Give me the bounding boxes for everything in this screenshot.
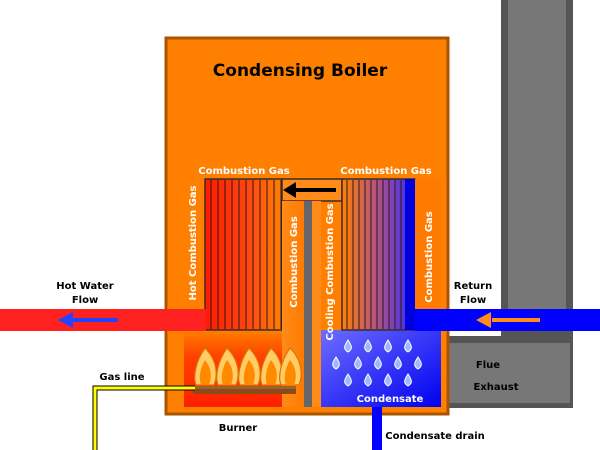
gas-line-label: Gas line xyxy=(99,372,144,383)
droplet-icon xyxy=(354,356,362,370)
combustion-gas-right-label: Combustion Gas xyxy=(424,211,435,302)
condensate-droplets xyxy=(332,339,422,387)
droplet-icon xyxy=(344,373,352,387)
condensate-drain-pipe xyxy=(372,407,382,450)
combustion-gas-label-right: Combustion Gas xyxy=(340,166,431,177)
flue-stack-inner xyxy=(508,0,566,310)
burner-bar xyxy=(193,386,296,394)
flue-horizontal-inner xyxy=(444,343,570,403)
boiler-title: Condensing Boiler xyxy=(213,61,388,81)
return-flow-label-line2: Flow xyxy=(460,295,486,306)
hot-exchanger-body xyxy=(204,178,283,331)
flame-icon xyxy=(260,347,283,386)
right-side-duct xyxy=(405,179,415,330)
droplet-icon xyxy=(364,339,372,353)
hot-water-flow-label-line1: Hot Water xyxy=(56,281,113,292)
burner-flames xyxy=(194,347,302,386)
flame-icon xyxy=(279,347,302,386)
arrow-icon xyxy=(476,312,540,328)
flue-label: Flue xyxy=(476,360,500,371)
return-flow-label-line1: Return xyxy=(454,281,492,292)
droplet-icon xyxy=(404,373,412,387)
center-strip xyxy=(312,201,321,407)
condensate-chamber xyxy=(321,330,441,407)
hot-combustion-gas-label: Hot Combustion Gas xyxy=(188,185,199,300)
droplet-icon xyxy=(374,356,382,370)
right-outer-duct xyxy=(415,179,441,330)
droplet-icon xyxy=(414,356,422,370)
flame-icon xyxy=(238,347,261,386)
burner-label: Burner xyxy=(219,423,258,434)
cool-heat-exchanger xyxy=(341,178,416,331)
arrow-icon xyxy=(58,312,118,328)
combustion-gas-label-left: Combustion Gas xyxy=(198,166,289,177)
hot-water-flow-label-line2: Flow xyxy=(72,295,98,306)
cooling-combustion-gas-label: Cooling Combustion Gas xyxy=(325,203,336,340)
droplet-icon xyxy=(404,339,412,353)
hot-heat-exchanger xyxy=(204,178,283,331)
arrow-icon xyxy=(283,182,336,198)
droplet-icon xyxy=(332,356,340,370)
condensate-drain-label: Condensate drain xyxy=(385,431,485,442)
flue xyxy=(440,0,573,408)
droplet-icon xyxy=(394,356,402,370)
droplet-icon xyxy=(384,339,392,353)
droplet-icon xyxy=(384,373,392,387)
flame-icon xyxy=(194,347,217,386)
cool-exchanger-body xyxy=(341,178,416,331)
burner-bar-highlight xyxy=(193,386,296,389)
droplet-icon xyxy=(364,373,372,387)
combustion-gas-center-label: Combustion Gas xyxy=(289,216,300,307)
droplet-icon xyxy=(344,339,352,353)
exhaust-label: Exhaust xyxy=(474,382,519,393)
center-divider xyxy=(304,201,312,407)
flame-icon xyxy=(216,347,239,386)
condensate-label: Condensate xyxy=(357,394,424,405)
gas-line xyxy=(92,385,195,450)
